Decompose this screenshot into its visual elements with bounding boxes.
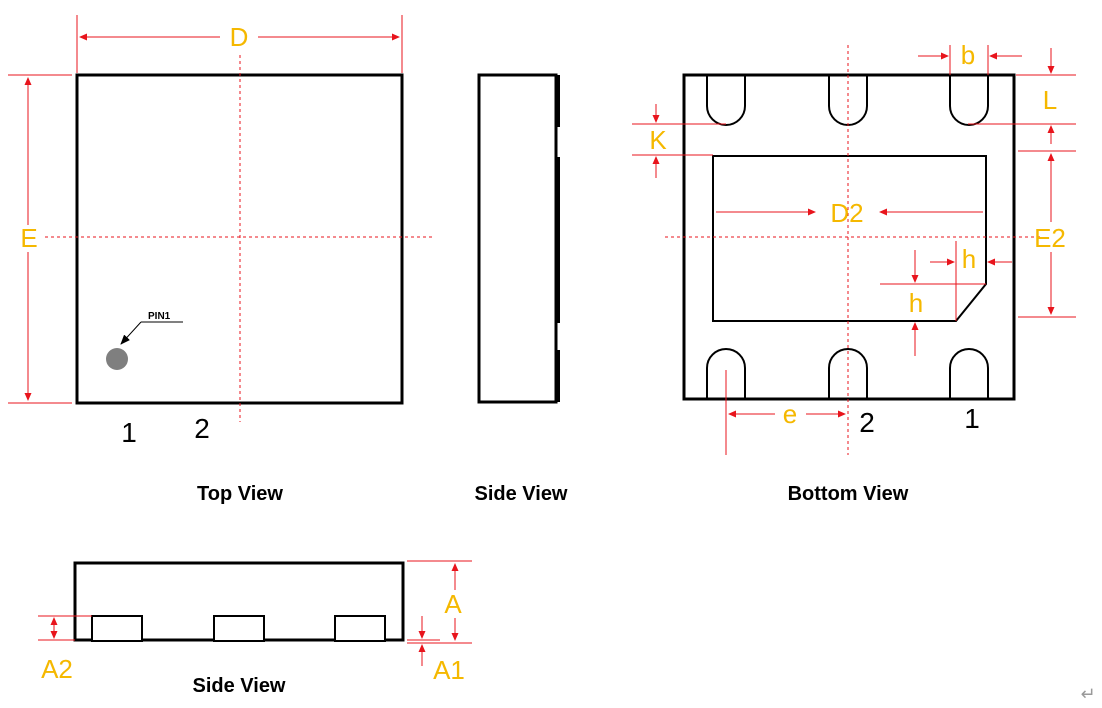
dim-d-label: D	[230, 22, 249, 52]
side-view-bottom-terminal-middle	[213, 615, 265, 642]
pad-top-left	[706, 75, 746, 126]
side-view-right-terminal-middle	[556, 157, 560, 323]
side-view-bottom-terminal-right	[334, 615, 386, 642]
side-view-right-caption: Side View	[474, 483, 567, 505]
exposed-pad	[712, 155, 987, 322]
dim-b-label: b	[961, 40, 975, 70]
top-view: D E PIN1 1 2 Top View	[8, 15, 433, 505]
dim-d2-label: D2	[830, 198, 863, 228]
return-mark: ↵	[1080, 684, 1095, 705]
side-view-right-terminal-top	[556, 75, 560, 127]
bottom-view: b L K D2 E2 h h e	[632, 40, 1076, 505]
top-view-pin-1: 1	[121, 417, 137, 448]
dim-e2-label: E2	[1034, 223, 1066, 253]
pin1-label: PIN1	[148, 311, 171, 322]
bottom-view-pin-1: 1	[964, 403, 980, 434]
dim-l-label: L	[1043, 85, 1057, 115]
side-view-right: Side View	[474, 73, 568, 505]
pin1-dot	[106, 348, 128, 370]
dim-h-vertical-label: h	[909, 288, 923, 318]
dim-e-label: E	[20, 223, 37, 253]
top-view-caption: Top View	[197, 483, 283, 505]
side-view-right-terminal-bottom	[556, 350, 560, 402]
bottom-view-pin-2: 2	[859, 407, 875, 438]
pad-bottom-right	[949, 348, 989, 399]
bottom-view-caption: Bottom View	[788, 483, 909, 505]
pad-top-right	[949, 75, 989, 126]
side-view-bottom: A A1 A2 Side View	[38, 560, 472, 697]
dim-a-label: A	[444, 589, 462, 619]
top-view-pin-2: 2	[194, 413, 210, 444]
pin1-leader-arrow	[120, 321, 142, 345]
pad-bottom-middle	[828, 348, 868, 399]
dim-k-label: K	[649, 125, 667, 155]
dim-h-horizontal-label: h	[962, 244, 976, 274]
dim-e-pitch-label: e	[783, 399, 797, 429]
side-view-bottom-terminal-left	[91, 615, 143, 642]
dim-a2-label: A2	[41, 654, 73, 684]
side-view-bottom-caption: Side View	[192, 675, 285, 697]
pad-bottom-left	[706, 348, 746, 399]
dim-a1-label: A1	[433, 655, 465, 685]
side-view-right-body	[477, 73, 558, 404]
